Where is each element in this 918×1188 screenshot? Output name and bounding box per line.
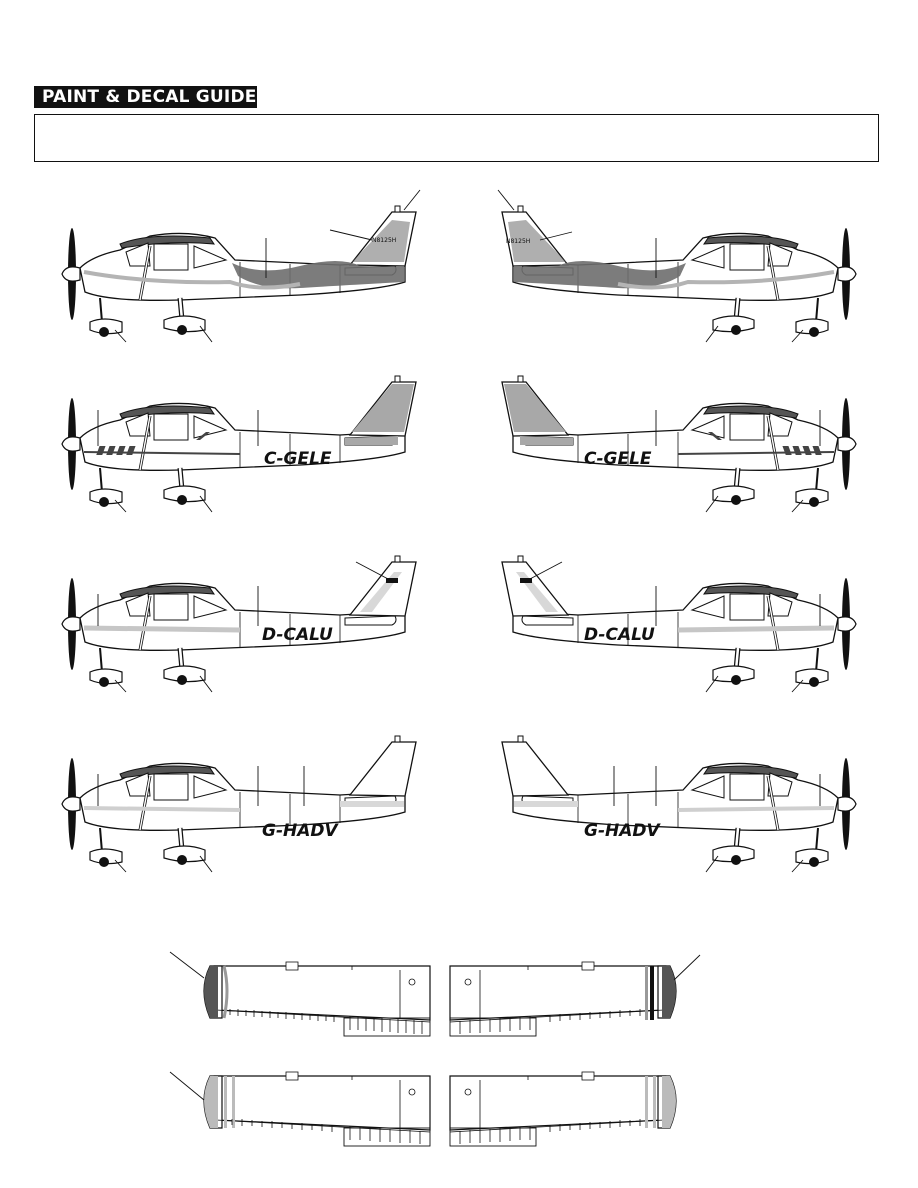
wing-top-left xyxy=(169,951,431,1037)
scheme-4-right xyxy=(502,736,856,872)
registration-4-left: G-HADV xyxy=(262,821,340,841)
scheme-3-right xyxy=(502,556,856,692)
scheme-2-left xyxy=(62,376,416,512)
wing-bottom-left xyxy=(169,1071,431,1147)
note-box xyxy=(34,114,879,162)
registration-3-left: D-CALU xyxy=(262,625,333,645)
page-title: PAINT & DECAL GUIDE xyxy=(34,86,257,108)
tail-registration: N8125H xyxy=(372,237,396,244)
scheme-1-right xyxy=(497,189,856,342)
scheme-2-right xyxy=(502,376,856,512)
wing-top-right xyxy=(449,954,701,1037)
registration-2-left: C-GELE xyxy=(264,449,332,469)
scheme-3-left xyxy=(62,556,416,692)
scheme-1-left: N8125H xyxy=(62,189,421,342)
registration-2-right: C-GELE xyxy=(584,449,652,469)
registration-4-right: G-HADV xyxy=(584,821,662,841)
tail-registration-right: N8125H xyxy=(506,238,530,245)
scheme-4-left xyxy=(62,736,416,872)
wing-bottom-right xyxy=(449,1071,677,1147)
registration-3-right: D-CALU xyxy=(584,625,655,645)
